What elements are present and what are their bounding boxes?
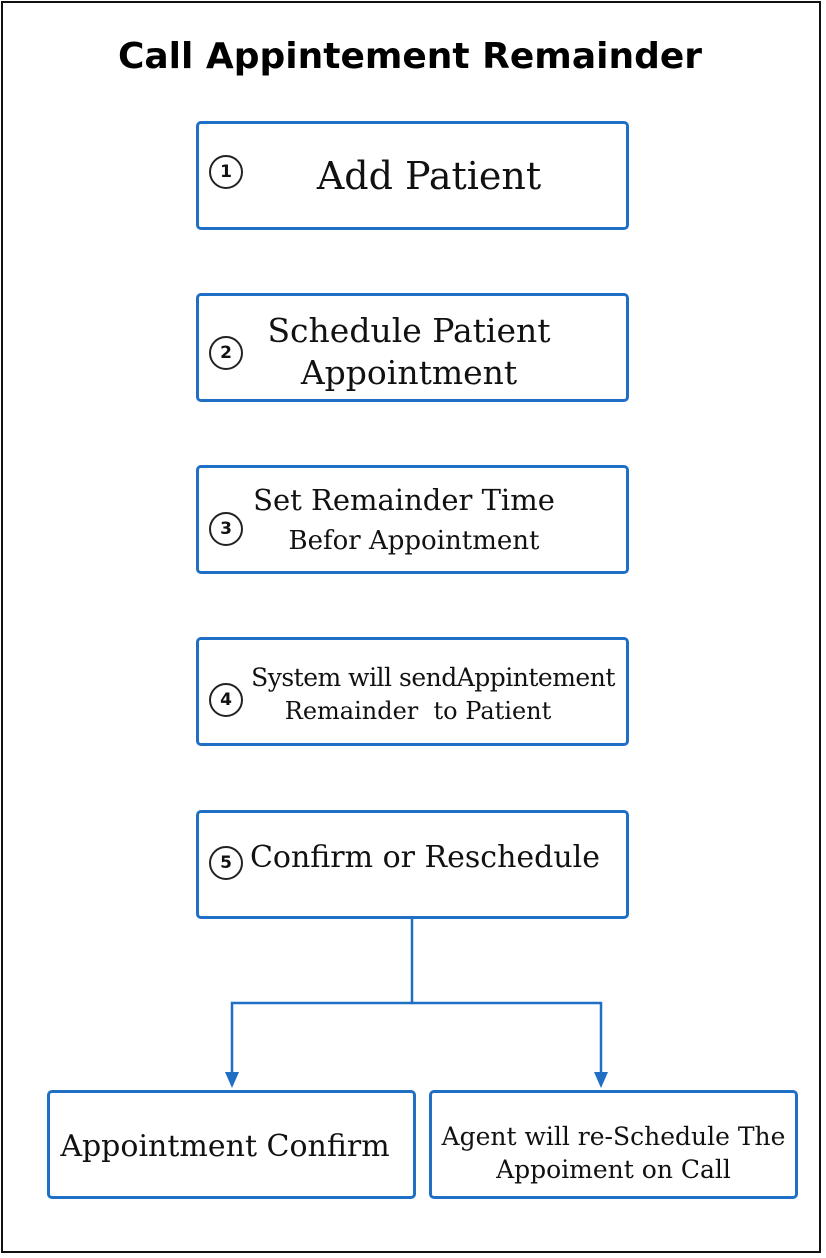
connector-to-confirm xyxy=(230,919,414,1075)
step-1-box: 1 Add Patient xyxy=(196,121,629,230)
outcome-confirm-box: Appointment Confirm xyxy=(47,1090,416,1199)
step-5-number-badge: 5 xyxy=(209,846,243,880)
step-2-number-badge: 2 xyxy=(209,336,243,370)
step-5-label: Confirm or Reschedule xyxy=(249,840,601,875)
step-2-box: 2 Schedule Patient Appointment xyxy=(196,293,629,402)
outcome-reschedule-box: Agent will re-Schedule The Appoiment on … xyxy=(429,1090,798,1199)
outcome-reschedule-label-line-1: Agent will re-Schedule The xyxy=(441,1122,786,1151)
connector-to-reschedule xyxy=(412,1001,603,1075)
outcome-reschedule-label-line-2: Appoiment on Call xyxy=(496,1155,731,1184)
step-3-box: 3 Set Remainder Time Befor Appointment xyxy=(196,465,629,574)
step-4-number-badge: 4 xyxy=(209,683,243,717)
step-1-label: Add Patient xyxy=(316,154,542,198)
arrowhead-confirm-icon xyxy=(225,1072,239,1088)
step-1-number-badge: 1 xyxy=(209,155,243,189)
step-4-label-line-2: Remainder to Patient xyxy=(284,697,552,725)
outcome-confirm-label: Appointment Confirm xyxy=(60,1129,390,1164)
arrowhead-reschedule-icon xyxy=(594,1072,608,1088)
step-2-label-line-1: Schedule Patient xyxy=(267,311,551,350)
step-3-label-line-2: Befor Appointment xyxy=(288,526,540,556)
step-5-box: 5 Confirm or Reschedule xyxy=(196,810,629,919)
step-4-box: 4 System will sendAppintement Remainder … xyxy=(196,637,629,746)
step-2-label-line-2: Appointment xyxy=(300,353,518,392)
step-4-label-line-1: System will sendAppintement xyxy=(251,663,615,692)
step-3-label-line-1: Set Remainder Time xyxy=(253,483,555,517)
step-3-number-badge: 3 xyxy=(209,512,243,546)
diagram-title: Call Appintement Remainder xyxy=(117,36,703,77)
